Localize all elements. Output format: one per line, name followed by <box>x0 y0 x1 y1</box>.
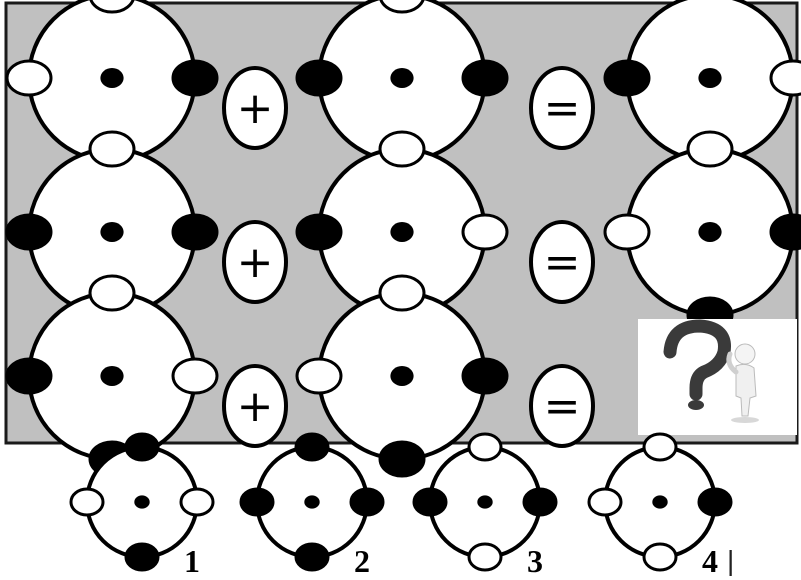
knob-top-black <box>296 434 328 460</box>
center-dot <box>390 68 413 88</box>
knob-top-white <box>688 132 732 166</box>
knob-right-black <box>173 215 217 249</box>
plus-sign-row3: + <box>224 366 286 446</box>
knob-left-white <box>605 215 649 249</box>
knob-left-white <box>297 359 341 393</box>
answer-option-label: 4 <box>702 543 718 579</box>
knob-bottom-black <box>126 544 158 570</box>
knob-left-black <box>297 215 341 249</box>
knob-top-white <box>469 434 501 460</box>
knob-right-white <box>173 359 217 393</box>
knob-left-white <box>71 489 103 515</box>
center-dot <box>698 68 721 88</box>
knob-bottom-black <box>380 442 424 476</box>
center-dot <box>100 366 123 386</box>
question-mark-figure-icon <box>638 319 797 435</box>
answer-option-label: 2 <box>354 543 370 579</box>
plus-sign-row1: + <box>224 68 286 148</box>
knob-right-black <box>351 489 383 515</box>
knob-top-white <box>380 132 424 166</box>
knob-right-white <box>181 489 213 515</box>
knob-left-white <box>7 61 51 95</box>
knob-right-black <box>173 61 217 95</box>
knob-bottom-black <box>296 544 328 570</box>
knob-left-black <box>297 61 341 95</box>
sign-text: + <box>237 237 274 288</box>
stray-mark: | <box>727 545 734 576</box>
knob-left-black <box>7 215 51 249</box>
knob-right-black <box>463 61 507 95</box>
knob-left-white <box>589 489 621 515</box>
knob-top-white <box>90 276 134 310</box>
sign-text: = <box>544 83 581 134</box>
knob-right-black <box>699 489 731 515</box>
sign-text: = <box>544 381 581 432</box>
center-dot <box>698 222 721 242</box>
knob-top-white <box>380 276 424 310</box>
knob-top-white <box>90 132 134 166</box>
center-dot <box>390 366 413 386</box>
knob-left-black <box>7 359 51 393</box>
center-dot <box>477 495 492 508</box>
answer-option-label: 1 <box>184 543 200 579</box>
sign-text: + <box>237 381 274 432</box>
center-dot <box>652 495 667 508</box>
knob-left-black <box>605 61 649 95</box>
knob-right-white <box>463 215 507 249</box>
knob-right-white <box>771 61 801 95</box>
knob-right-black <box>463 359 507 393</box>
knob-bottom-white <box>469 544 501 570</box>
equals-sign-row1: = <box>531 68 593 148</box>
knob-left-black <box>241 489 273 515</box>
knob-top-white <box>644 434 676 460</box>
knob-right-black <box>524 489 556 515</box>
plus-sign-row2: + <box>224 222 286 302</box>
center-dot <box>134 495 149 508</box>
knob-left-black <box>414 489 446 515</box>
knob-bottom-white <box>644 544 676 570</box>
center-dot <box>390 222 413 242</box>
knob-right-black <box>771 215 801 249</box>
center-dot <box>100 222 123 242</box>
center-dot <box>304 495 319 508</box>
equals-sign-row2: = <box>531 222 593 302</box>
sign-text: + <box>237 83 274 134</box>
sign-text: = <box>544 237 581 288</box>
answer-option-label: 3 <box>527 543 543 579</box>
knob-top-black <box>126 434 158 460</box>
equals-sign-row3: = <box>531 366 593 446</box>
center-dot <box>100 68 123 88</box>
